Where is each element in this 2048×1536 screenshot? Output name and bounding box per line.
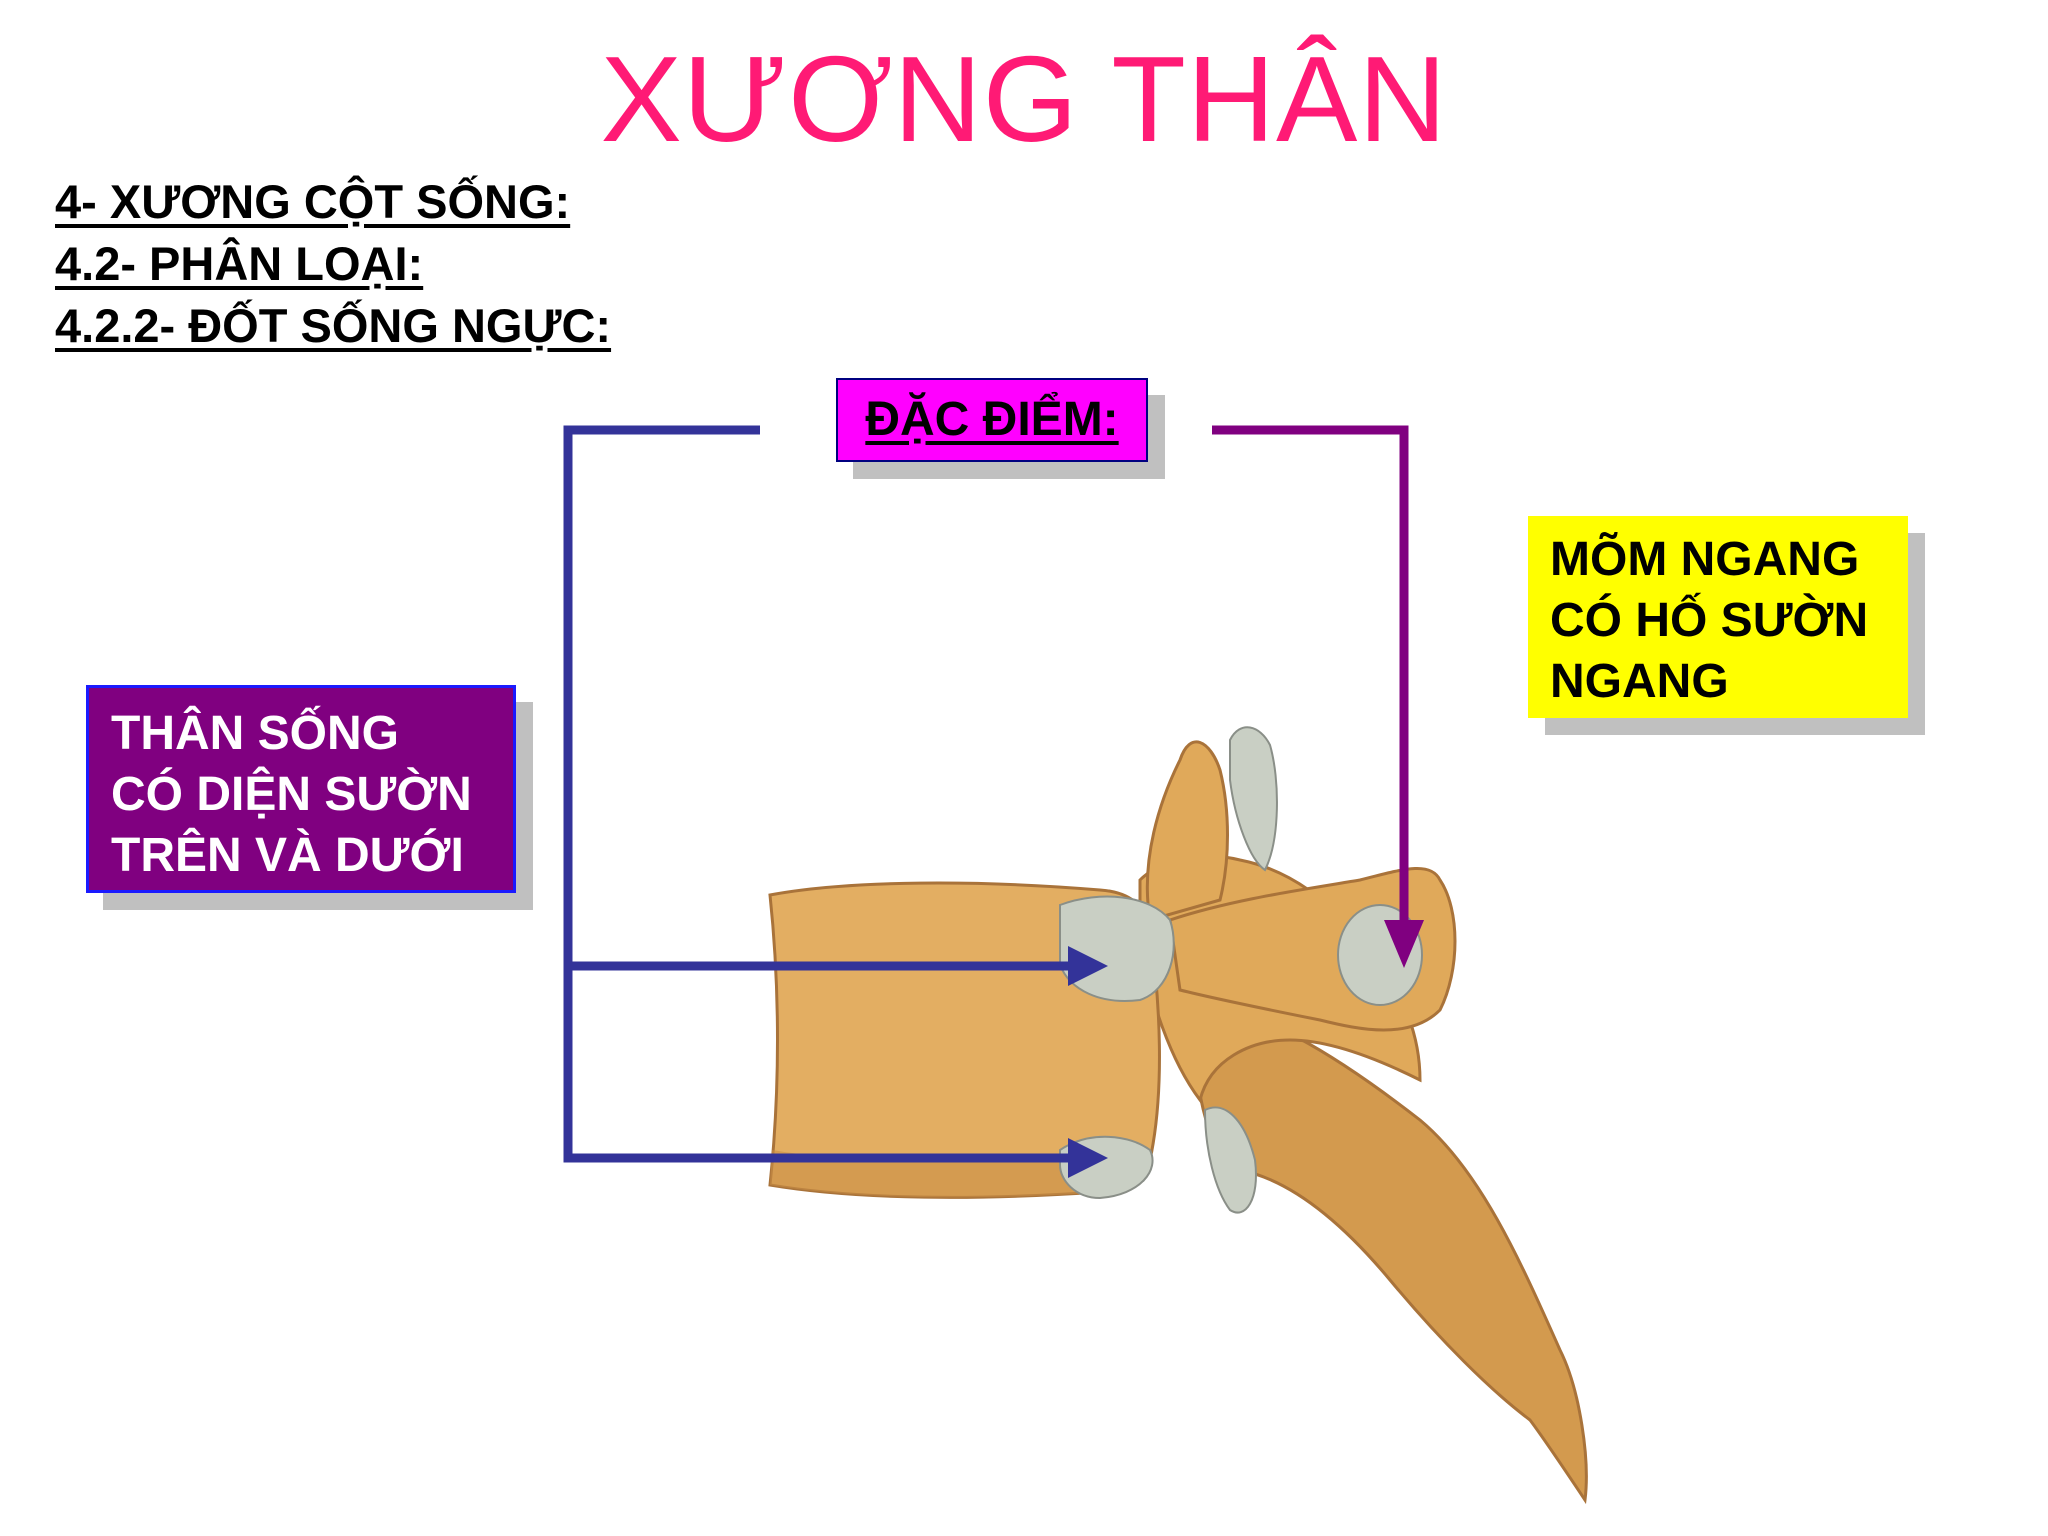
transverse-process-note: MÕM NGANG CÓ HỐ SƯỜN NGANG [1528, 516, 1925, 735]
transverse-process-note-content: MÕM NGANG CÓ HỐ SƯỜN NGANG [1528, 516, 1908, 718]
left-connector [563, 425, 1080, 1163]
vertebral-body-note: THÂN SỐNG CÓ DIỆN SƯỜN TRÊN VÀ DƯỚI [86, 685, 533, 910]
heading-classification: 4.2- PHÂN LOẠI: [55, 237, 424, 290]
note-line: MÕM NGANG [1550, 533, 1860, 586]
right-connector [1212, 425, 1409, 920]
arrowhead-transverse-costal-facet [1384, 920, 1424, 968]
heading-spine: 4- XƯƠNG CỘT SỐNG: [55, 175, 571, 228]
note-line: TRÊN VÀ DƯỚI [111, 829, 464, 882]
note-line: THÂN SỐNG [111, 707, 399, 760]
heading-thoracic-vertebra: 4.2.2- ĐỐT SỐNG NGỰC: [55, 299, 612, 352]
arrowhead-inferior-costal-facet [1068, 1138, 1108, 1178]
features-label-text: ĐẶC ĐIỂM: [836, 378, 1148, 462]
features-label: ĐẶC ĐIỂM: [836, 378, 1165, 479]
connector-line-inferior [563, 425, 1080, 1163]
arrowhead-superior-costal-facet [1068, 946, 1108, 986]
slide-title: XƯƠNG THÂN [600, 31, 1448, 167]
thoracic-vertebra-illustration [768, 726, 1588, 1505]
vertebral-body-note-content: THÂN SỐNG CÓ DIỆN SƯỜN TRÊN VÀ DƯỚI [86, 685, 516, 893]
note-line: NGANG [1550, 655, 1729, 708]
note-line: CÓ DIỆN SƯỜN [111, 768, 472, 821]
note-line: CÓ HỐ SƯỜN [1550, 594, 1869, 647]
